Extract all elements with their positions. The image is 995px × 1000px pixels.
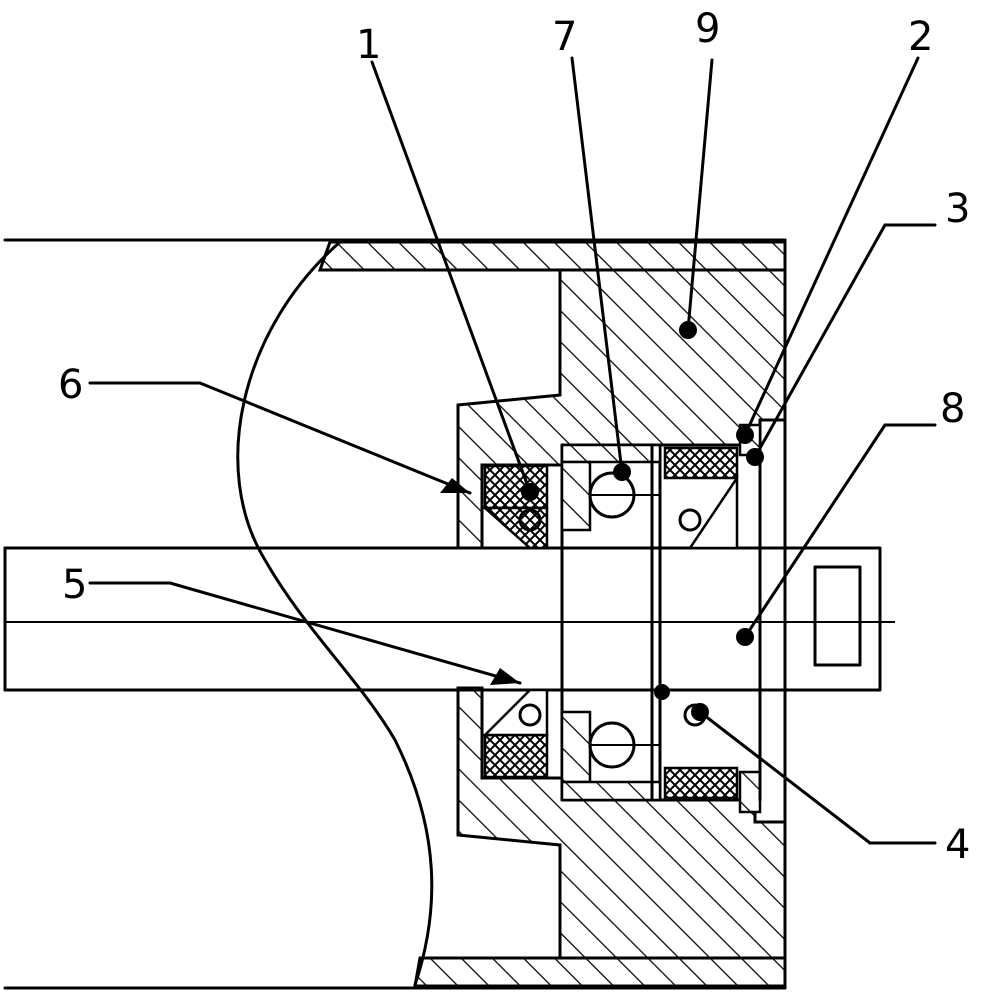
callout-4: 4	[945, 822, 970, 868]
leader-lines	[88, 56, 937, 845]
callout-9: 9	[695, 6, 720, 52]
top-tube-wall-hatched	[317, 240, 787, 272]
shaft-key-slot	[813, 565, 862, 667]
outer-tube	[3, 238, 787, 990]
bottom-tube-wall-hatched	[413, 956, 787, 988]
central-bearing	[560, 443, 662, 802]
shaft	[3, 546, 882, 692]
callout-7: 7	[552, 14, 577, 60]
housing	[456, 268, 787, 960]
callout-6: 6	[58, 362, 83, 408]
callout-3: 3	[945, 186, 970, 232]
callout-8: 8	[940, 386, 965, 432]
break-line	[236, 240, 434, 987]
right-seal	[663, 423, 762, 814]
callout-1: 1	[356, 22, 381, 68]
callout-labels: 1 2 3 4 5 6 7 8 9	[58, 6, 970, 868]
callout-5: 5	[62, 562, 87, 608]
callout-2: 2	[908, 14, 933, 60]
